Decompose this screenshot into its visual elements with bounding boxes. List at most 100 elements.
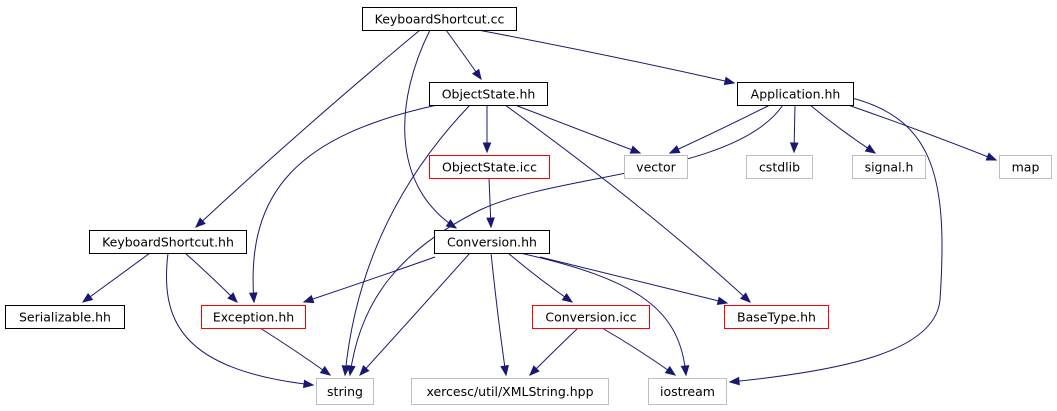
node-box bbox=[648, 378, 727, 405]
edge-arrowhead bbox=[629, 145, 642, 154]
edge-arrowhead bbox=[319, 365, 332, 376]
edge-line bbox=[669, 104, 771, 154]
node-box bbox=[89, 230, 247, 254]
edge-arrowhead bbox=[341, 365, 351, 377]
edge-keyboardshortcut-hh-to-string bbox=[165, 252, 315, 389]
edge-application-hh-to-vector bbox=[668, 104, 771, 154]
edge-line bbox=[184, 252, 238, 303]
node-label: BaseType.hh bbox=[737, 310, 816, 325]
edge-line bbox=[539, 256, 728, 304]
edge-conversion-hh-to-iostream bbox=[519, 252, 690, 377]
edge-arrowhead bbox=[302, 294, 315, 304]
node-box bbox=[429, 82, 548, 106]
node-vector: vector bbox=[624, 155, 688, 179]
node-keyboardshortcut-cc[interactable]: KeyboardShortcut.cc bbox=[362, 7, 517, 31]
edge-objectstate-icc-to-conversion-hh bbox=[486, 177, 495, 229]
edge-exception-hh-to-string bbox=[259, 327, 332, 376]
node-label: iostream bbox=[660, 384, 715, 399]
edge-application-hh-to-map bbox=[847, 104, 998, 161]
node-iostream: iostream bbox=[648, 378, 727, 405]
edge-arrowhead bbox=[864, 144, 877, 154]
edge-objectstate-hh-to-objectstate-icc bbox=[482, 105, 492, 154]
edge-conversion-icc-to-iostream bbox=[601, 327, 677, 376]
node-cstdlib: cstdlib bbox=[746, 155, 813, 179]
node-label: map bbox=[1012, 160, 1040, 175]
edge-application-hh-to-signal-h bbox=[809, 104, 877, 154]
edge-arrowhead bbox=[359, 365, 370, 376]
node-box bbox=[724, 305, 829, 329]
edge-line bbox=[344, 104, 471, 376]
edge-line bbox=[165, 252, 314, 386]
node-label: Application.hh bbox=[751, 87, 841, 102]
edge-arrowhead bbox=[445, 219, 458, 229]
node-label: Exception.hh bbox=[213, 310, 294, 325]
edge-arrowhead bbox=[985, 152, 998, 161]
node-basetype-hh[interactable]: BaseType.hh bbox=[724, 305, 829, 329]
node-box bbox=[362, 7, 517, 31]
edge-application-hh-to-iostream bbox=[728, 97, 943, 386]
edge-arrowhead bbox=[347, 365, 356, 377]
edge-arrowhead bbox=[740, 292, 751, 303]
node-label: KeyboardShortcut.cc bbox=[375, 12, 505, 27]
node-box bbox=[201, 305, 306, 329]
edge-conversion-hh-to-basetype-hh bbox=[539, 256, 729, 306]
edge-keyboardshortcut-cc-to-conversion-hh bbox=[404, 29, 458, 229]
node-box bbox=[532, 305, 650, 329]
node-box bbox=[999, 155, 1052, 179]
node-box bbox=[746, 155, 813, 179]
node-xmlstring-hpp: xercesc/util/XMLString.hpp bbox=[411, 378, 609, 405]
edge-arrowhead bbox=[728, 376, 740, 386]
node-box bbox=[624, 155, 688, 179]
node-serializable-hh[interactable]: Serializable.hh bbox=[5, 305, 125, 329]
edge-conversion-hh-to-string bbox=[359, 252, 471, 376]
edge-keyboardshortcut-hh-to-serializable-hh bbox=[81, 252, 151, 303]
node-conversion-hh[interactable]: Conversion.hh bbox=[434, 230, 550, 254]
edge-arrowhead bbox=[303, 379, 315, 389]
edge-line bbox=[847, 104, 997, 161]
node-box bbox=[434, 230, 550, 254]
edge-arrowhead bbox=[486, 217, 495, 229]
edge-line bbox=[529, 327, 579, 376]
edge-line bbox=[359, 252, 471, 376]
edge-arrowhead bbox=[723, 76, 736, 86]
edge-line bbox=[519, 252, 687, 376]
edge-arrowhead bbox=[664, 365, 677, 376]
edge-line bbox=[349, 104, 784, 376]
node-keyboardshortcut-hh[interactable]: KeyboardShortcut.hh bbox=[89, 230, 247, 254]
node-string: string bbox=[316, 378, 374, 405]
edge-keyboardshortcut-cc-to-keyboardshortcut-hh bbox=[195, 29, 421, 228]
node-objectstate-icc[interactable]: ObjectState.icc bbox=[429, 155, 550, 179]
node-box bbox=[316, 378, 374, 405]
edge-arrowhead bbox=[789, 142, 799, 154]
node-label: signal.h bbox=[865, 160, 914, 175]
edge-line bbox=[477, 29, 735, 84]
edge-application-hh-to-string bbox=[347, 104, 784, 377]
edge-keyboardshortcut-cc-to-application-hh bbox=[477, 29, 736, 86]
edge-line bbox=[252, 104, 438, 303]
edge-keyboardshortcut-cc-to-objectstate-hh bbox=[445, 29, 482, 81]
node-box bbox=[852, 155, 926, 179]
node-box bbox=[5, 305, 125, 329]
edge-arrowhead bbox=[668, 145, 681, 154]
edge-arrowhead bbox=[248, 292, 258, 304]
node-application-hh[interactable]: Application.hh bbox=[737, 82, 854, 106]
edge-line bbox=[504, 104, 751, 303]
edge-arrowhead bbox=[680, 365, 690, 377]
edge-keyboardshortcut-hh-to-exception-hh bbox=[184, 252, 238, 303]
edge-arrowhead bbox=[529, 365, 540, 376]
edge-line bbox=[507, 252, 573, 303]
node-label: Conversion.hh bbox=[447, 235, 537, 250]
node-objectstate-hh[interactable]: ObjectState.hh bbox=[429, 82, 548, 106]
edge-line bbox=[601, 327, 676, 376]
edge-objectstate-hh-to-vector bbox=[514, 104, 642, 154]
node-label: ObjectState.hh bbox=[442, 87, 536, 102]
edge-line bbox=[490, 252, 507, 376]
node-conversion-icc[interactable]: Conversion.icc bbox=[532, 305, 650, 329]
edges-layer bbox=[81, 29, 998, 389]
node-label: Serializable.hh bbox=[19, 310, 111, 325]
edge-objectstate-hh-to-basetype-hh bbox=[504, 104, 751, 303]
node-label: Conversion.icc bbox=[545, 310, 636, 325]
node-exception-hh[interactable]: Exception.hh bbox=[201, 305, 306, 329]
